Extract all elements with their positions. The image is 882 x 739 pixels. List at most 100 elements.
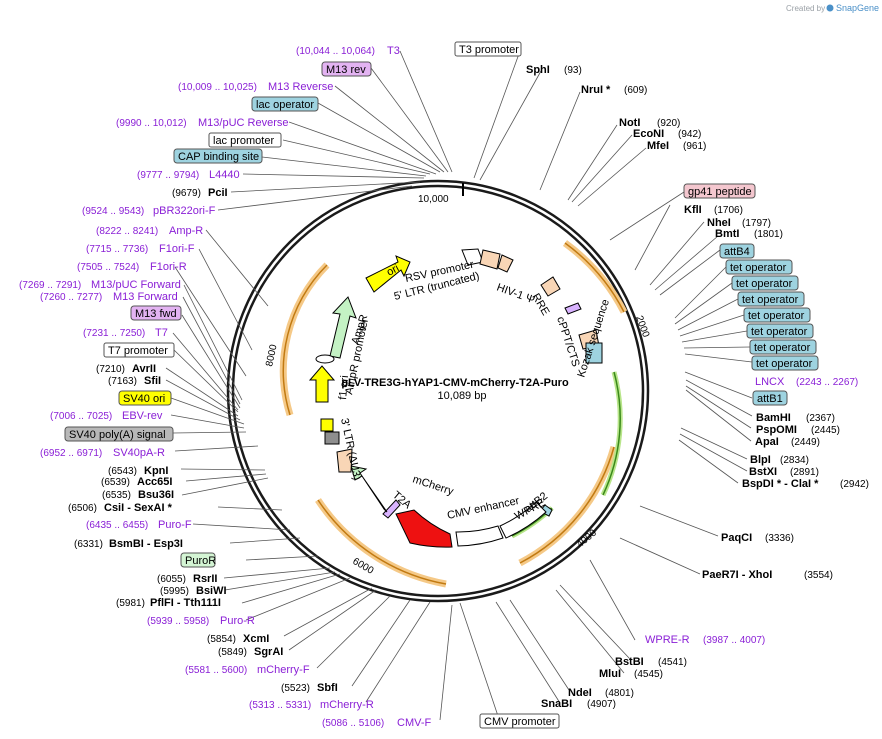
noti-label[interactable]: NotI — [619, 117, 640, 129]
ndei-label[interactable]: NdeI — [568, 687, 592, 699]
bsu36i-label[interactable]: Bsu36I — [138, 489, 174, 501]
xcmi-label[interactable]: XcmI — [243, 633, 269, 645]
feature-shape-12[interactable] — [350, 465, 388, 513]
feature-shape-14[interactable] — [324, 431, 340, 445]
sphi-label[interactable]: SphI — [526, 64, 550, 76]
mcherry-f-label[interactable]: mCherry-F — [257, 664, 310, 676]
kfli-label[interactable]: KflI — [684, 204, 702, 216]
avrii-label[interactable]: AvrII — [132, 363, 156, 375]
wpre-r-label[interactable]: WPRE-R — [645, 634, 690, 646]
tet-operator-box-5[interactable] — [746, 323, 814, 339]
tet-operator-box-7[interactable] — [751, 355, 819, 371]
cmv-promoter-box[interactable] — [479, 713, 560, 729]
econi-label[interactable]: EcoNI — [633, 128, 664, 140]
bstxi-label[interactable]: BstXI — [749, 466, 777, 478]
m13-rev-box[interactable] — [321, 61, 372, 77]
attb4-box[interactable] — [719, 243, 755, 259]
lac-promoter-box[interactable] — [208, 132, 282, 148]
pbr322-label[interactable]: pBR322ori-F — [153, 205, 216, 217]
feature-shape-3[interactable] — [540, 276, 561, 297]
tet-operator-box-3[interactable] — [737, 291, 805, 307]
ampr-arrow[interactable] — [329, 296, 357, 359]
tet-operator-label-1: tet operator — [730, 262, 787, 274]
apai-label[interactable]: ApaI — [755, 436, 779, 448]
bmti-label[interactable]: BmtI — [715, 228, 739, 240]
label-cmv-enhancer: CMV enhancer — [446, 495, 521, 522]
paer7i-label[interactable]: PaeR7I - XhoI — [702, 569, 772, 581]
tet-operator-box-6[interactable] — [749, 339, 817, 355]
mcherry-r-label[interactable]: mCherry-R — [320, 699, 374, 711]
f1ori-f-label[interactable]: F1ori-F — [159, 243, 195, 255]
sv40-ori-box[interactable] — [118, 390, 172, 406]
l4440-label[interactable]: L4440 — [209, 169, 240, 181]
puro-r-label[interactable]: Puro-R — [220, 615, 255, 627]
pspomi-label[interactable]: PspOMI — [756, 424, 797, 436]
sfii-label[interactable]: SfiI — [144, 375, 161, 387]
sv40par-label[interactable]: SV40pA-R — [113, 447, 165, 459]
sv40-polya-box[interactable] — [64, 426, 174, 442]
tet-operator-box-1[interactable] — [725, 259, 793, 275]
feature-shape-6[interactable] — [585, 342, 603, 364]
puro-f-label[interactable]: Puro-F — [158, 519, 192, 531]
f1-ori-arrow[interactable] — [308, 365, 336, 403]
puror-box[interactable] — [180, 552, 216, 568]
gp41-box[interactable] — [683, 183, 756, 199]
feature-shape-13[interactable] — [336, 448, 353, 473]
cap-box[interactable] — [173, 148, 263, 164]
m13-puc-reverse-label[interactable]: M13/pUC Reverse — [198, 117, 288, 129]
feature-shape-1[interactable] — [479, 249, 501, 270]
feature-shape-11[interactable] — [382, 499, 401, 519]
tet-operator-box-4[interactable] — [743, 307, 811, 323]
cmv-f-label[interactable]: CMV-F — [397, 717, 432, 729]
tet-operator-label-2: tet operator — [736, 278, 793, 290]
ori-arrow[interactable] — [365, 255, 411, 293]
feature-shape-15[interactable] — [320, 418, 334, 432]
sbfi-label[interactable]: SbfI — [317, 682, 338, 694]
kpni-label[interactable]: KpnI — [144, 465, 168, 477]
t7-label[interactable]: T7 — [155, 327, 168, 339]
plasmid-size: 10,089 bp — [438, 390, 487, 402]
m13-reverse-label[interactable]: M13 Reverse — [268, 81, 333, 93]
blpi-label[interactable]: BlpI — [750, 454, 771, 466]
lncx-label[interactable]: LNCX — [755, 376, 785, 388]
nhei-label[interactable]: NheI — [707, 217, 731, 229]
bsiwi-label[interactable]: BsiWI — [196, 585, 227, 597]
paqci-label[interactable]: PaqCI — [721, 532, 752, 544]
bspdi-label[interactable]: BspDI * - ClaI * — [742, 478, 819, 490]
t3-promoter-box[interactable] — [454, 41, 522, 57]
m13-fwd-box[interactable] — [130, 305, 182, 321]
t7-promoter-box[interactable] — [103, 342, 175, 358]
bstbi-label[interactable]: BstBI — [615, 656, 644, 668]
feature-shape-9[interactable] — [455, 525, 504, 547]
m13-puc-forward-pos: (7269 .. 7291) — [19, 280, 81, 291]
pcii-label[interactable]: PciI — [208, 187, 228, 199]
acc65i-label[interactable]: Acc65I — [137, 476, 172, 488]
label-ori: ori — [385, 262, 401, 278]
ebv-rev-label[interactable]: EBV-rev — [122, 410, 163, 422]
bsmbi-label[interactable]: BsmBI - Esp3I — [109, 538, 183, 550]
mfei-label[interactable]: MfeI — [647, 140, 669, 152]
tet-operator-label-7: tet operator — [756, 358, 813, 370]
pflfi-label[interactable]: PflFI - Tth111I — [150, 597, 221, 609]
tet-operator-box-2[interactable] — [731, 275, 799, 291]
feature-shape-8[interactable] — [499, 501, 547, 539]
t3-label[interactable]: T3 — [387, 45, 400, 57]
f1ori-r-label[interactable]: F1ori-R — [150, 261, 187, 273]
nrui-label[interactable]: NruI * — [581, 84, 611, 96]
feature-shape-10[interactable] — [395, 509, 453, 548]
mlui-label[interactable]: MluI — [599, 668, 621, 680]
amp-r-label[interactable]: Amp-R — [169, 225, 203, 237]
rsrii-label[interactable]: RsrII — [193, 573, 217, 585]
gp41-label: gp41 peptide — [688, 186, 752, 198]
csii-label[interactable]: CsiI - SexAI * — [104, 502, 173, 514]
feature-shape-4[interactable] — [564, 302, 582, 315]
snabi-label[interactable]: SnaBI — [541, 698, 572, 710]
m13-puc-forward-label[interactable]: M13/pUC Forward — [91, 279, 181, 291]
apai-pos: (2449) — [791, 437, 820, 448]
feature-shape-2[interactable] — [497, 254, 514, 273]
sgrai-label[interactable]: SgrAI — [254, 646, 283, 658]
attb1-box[interactable] — [752, 390, 788, 406]
lac-operator-box[interactable] — [251, 96, 319, 112]
bamhi-label[interactable]: BamHI — [756, 412, 791, 424]
m13-forward-label[interactable]: M13 Forward — [113, 291, 178, 303]
